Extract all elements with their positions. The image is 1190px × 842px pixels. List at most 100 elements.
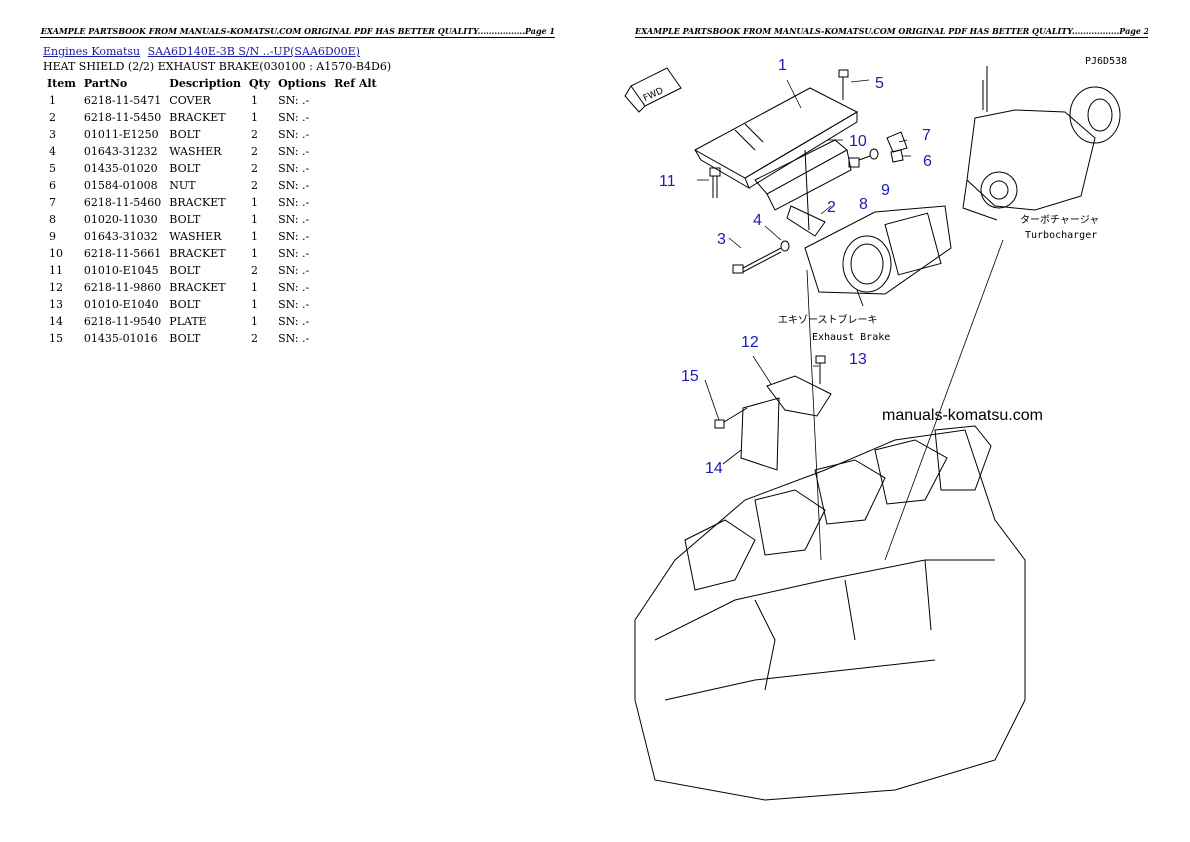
exhaust-brake-label-jp: エキゾーストブレーキ	[778, 313, 878, 326]
callout-7: 7	[922, 127, 931, 144]
washer-4-icon	[780, 240, 790, 252]
cell-item: 3	[49, 128, 56, 141]
cell-ref-alt	[330, 330, 381, 347]
turbocharger-label-en: Turbocharger	[1025, 230, 1097, 241]
cell-partno: 01011-E1250	[83, 128, 159, 141]
page-title: HEAT SHIELD (2/2) EXHAUST BRAKE(030100 :…	[43, 60, 392, 73]
cell-partno: 01010-E1040	[83, 298, 159, 311]
cell-description: BOLT	[169, 332, 201, 345]
cell-qty: 1	[251, 111, 258, 124]
cell-partno: 6218-11-5450	[83, 111, 162, 124]
cell-description: BOLT	[169, 162, 201, 175]
bracket-7-part	[886, 131, 908, 153]
cell-item: 8	[49, 213, 56, 226]
nut-6-icon	[890, 149, 904, 163]
col-ref-alt: Ref Alt	[334, 76, 377, 90]
bolt-11-icon	[709, 167, 721, 198]
cell-partno: 01584-01008	[83, 179, 158, 192]
cell-description: BRACKET	[169, 281, 226, 294]
bolt-13-icon	[815, 355, 826, 384]
col-partno: PartNo	[83, 76, 128, 90]
col-options: Options	[278, 76, 327, 90]
cell-partno: 01435-01020	[83, 162, 158, 175]
cell-qty: 1	[251, 247, 258, 260]
callout-8: 8	[859, 196, 868, 213]
breadcrumb: Engines Komatsu SAA6D140E-3B S/N ..-UP(S…	[43, 45, 364, 58]
col-item: Item	[47, 76, 76, 90]
page-2: EXAMPLE PARTSBOOK FROM MANUALS-KOMATSU.C…	[595, 0, 1190, 842]
exhaust-brake-label-en: Exhaust Brake	[812, 332, 890, 343]
cell-item: 9	[49, 230, 56, 243]
cell-item: 4	[49, 145, 56, 158]
cell-description: NUT	[169, 179, 196, 192]
cell-item: 2	[49, 111, 56, 124]
cell-ref-alt	[330, 296, 381, 313]
bracket-12-part	[766, 375, 832, 417]
cell-ref-alt	[330, 143, 381, 160]
cell-ref-alt	[330, 194, 381, 211]
cell-ref-alt	[330, 245, 381, 262]
callout-4: 4	[753, 212, 762, 229]
cell-options: SN: .-	[278, 179, 310, 192]
cell-item: 5	[49, 162, 56, 175]
cell-description: WASHER	[169, 145, 222, 158]
bracket-10-part	[754, 139, 852, 231]
cell-options: SN: .-	[278, 247, 310, 260]
cell-qty: 2	[251, 264, 258, 277]
bolt-5-icon	[838, 69, 849, 100]
cell-options: SN: .-	[278, 281, 310, 294]
cell-item: 1	[49, 94, 56, 107]
cell-description: PLATE	[169, 315, 207, 328]
cell-qty: 1	[251, 281, 258, 294]
page-1-header: EXAMPLE PARTSBOOK FROM MANUALS-KOMATSU.C…	[40, 26, 555, 38]
cell-partno: 01435-01016	[83, 332, 158, 345]
cell-ref-alt	[330, 262, 381, 279]
breadcrumb-model[interactable]: SAA6D140E-3B S/N ..-UP(SAA6D00E)	[147, 45, 360, 58]
cell-partno: 6218-11-5661	[83, 247, 162, 260]
cell-qty: 1	[251, 230, 258, 243]
cell-options: SN: .-	[278, 128, 310, 141]
parts-table: Item PartNo Description Qty Options Ref …	[43, 76, 381, 347]
cell-ref-alt	[330, 279, 381, 296]
cell-partno: 01010-E1045	[83, 264, 159, 277]
cell-options: SN: .-	[278, 145, 310, 158]
bracket-2-part	[786, 205, 826, 237]
cell-options: SN: .-	[278, 213, 310, 226]
bolt-15-icon	[714, 407, 748, 429]
cell-qty: 2	[251, 179, 258, 192]
exploded-parts-diagram: PJ6D538 FWD	[624, 56, 1127, 801]
col-qty: Qty	[249, 76, 271, 90]
cell-item: 6	[49, 179, 56, 192]
cell-options: SN: .-	[278, 332, 310, 345]
cell-ref-alt	[330, 109, 381, 126]
callout-13: 13	[849, 351, 867, 368]
cell-options: SN: .-	[278, 264, 310, 277]
cell-ref-alt	[330, 228, 381, 245]
callout-6: 6	[923, 153, 932, 170]
cell-options: SN: .-	[278, 298, 310, 311]
cell-qty: 2	[251, 162, 258, 175]
cell-qty: 1	[251, 213, 258, 226]
cell-description: COVER	[169, 94, 211, 107]
leader-lines	[697, 79, 1004, 561]
breadcrumb-engines-komatsu[interactable]: Engines Komatsu	[43, 45, 141, 58]
cell-item: 14	[49, 315, 63, 328]
cell-partno: 6218-11-9540	[83, 315, 162, 328]
cell-ref-alt	[330, 92, 381, 109]
cell-partno: 01643-31232	[83, 145, 158, 158]
cell-ref-alt	[330, 177, 381, 194]
callout-1: 1	[778, 57, 787, 74]
callout-3: 3	[717, 231, 726, 248]
callout-9: 9	[881, 182, 890, 199]
washer-9-icon	[869, 148, 879, 160]
watermark: manuals-komatsu.com	[882, 407, 1043, 424]
cell-item: 15	[49, 332, 63, 345]
engine-block-part	[634, 425, 1026, 801]
